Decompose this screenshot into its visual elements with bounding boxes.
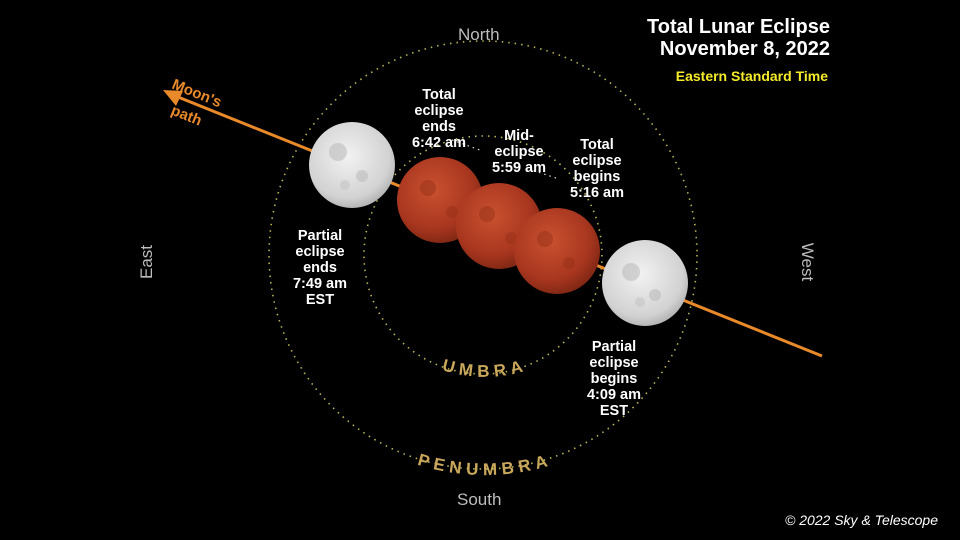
label-mid-eclipse: Mid-eclipse 5:59 am [491, 128, 546, 176]
moon-total-begins [514, 208, 600, 294]
umbra-label: UMBRA [440, 356, 529, 381]
title-line-2: November 8, 2022 [659, 38, 830, 60]
time-zone-subtitle: Eastern Standard Time [675, 68, 828, 84]
penumbra-label: PENUMBRA [416, 450, 554, 479]
penumbra-circle [268, 40, 698, 470]
diagram-title: Total Lunar Eclipse November 8, 2022 [647, 16, 830, 60]
umbra-circle [363, 135, 603, 375]
copyright-credit: © 2022 Sky & Telescope [784, 512, 938, 528]
title-line-1: Total Lunar Eclipse [647, 16, 830, 38]
direction-west: West [798, 243, 817, 282]
direction-south: South [457, 490, 502, 509]
moon-partial-ends [309, 122, 395, 208]
moon-path-arrowhead [163, 90, 183, 106]
direction-north: North [458, 25, 500, 44]
moon-partial-begins [602, 240, 688, 326]
direction-east: East [137, 245, 156, 279]
